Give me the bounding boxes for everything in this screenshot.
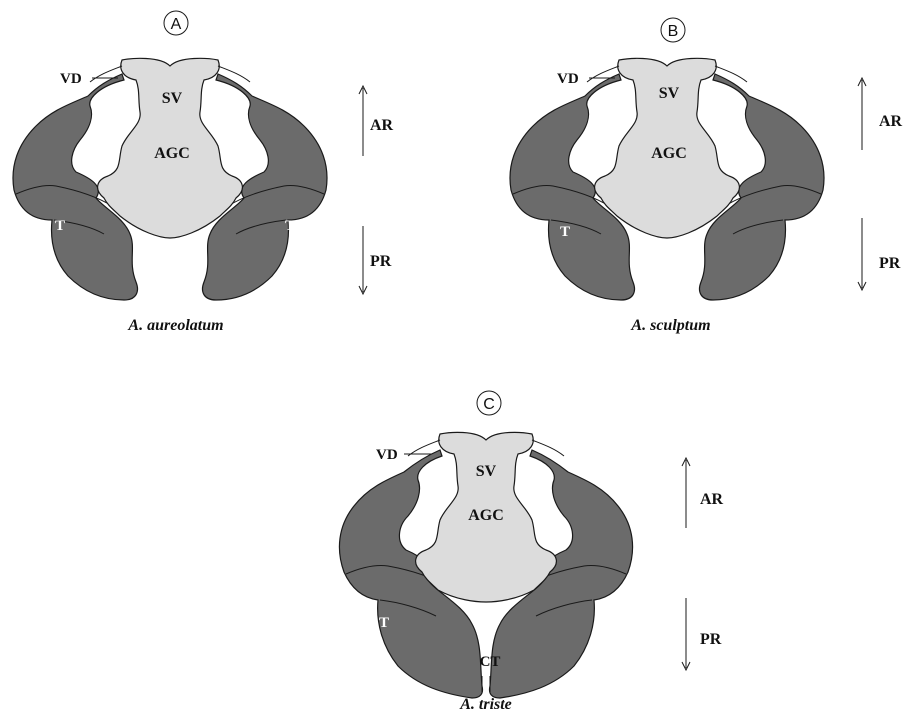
panel-letter-a: A [171,16,182,33]
pr-label: PR [700,631,722,648]
pr-label: PR [879,255,901,272]
testis-label-right: T [285,218,295,234]
sv-label: SV [162,90,183,107]
testis-label-left: T [55,218,65,234]
agc-label: AGC [651,145,687,162]
ar-label: AR [370,117,394,134]
testis-label-left: T [379,615,389,631]
agc-label: AGC [154,145,190,162]
pr-label: PR [370,253,392,270]
panel-letter-b: B [668,23,679,40]
agc-label: AGC [468,507,504,524]
species-name-b: A. sculptum [630,317,710,334]
sv-label: SV [476,463,497,480]
testis-label-right: T [609,615,619,631]
panel-a: A VD SV AGC T T A. aureolatum AR PR [13,11,394,334]
vd-label: VD [60,71,82,87]
connective-tissue [482,676,490,692]
vd-label: VD [557,71,579,87]
panel-b: B VD SV AGC T T A. sculptum AR PR [510,18,903,334]
ar-label: AR [700,491,724,508]
testis-label-left: T [560,224,570,240]
panel-letter-c: C [483,396,495,413]
ar-label: AR [879,113,903,130]
sv-label: SV [659,85,680,102]
panel-c: C VD SV AGC T T CT A. triste AR PR [339,391,723,713]
vd-label: VD [376,447,398,463]
ct-label: CT [480,654,501,670]
species-name-c: A. triste [459,696,512,713]
testis-label-right: T [792,224,802,240]
species-name-a: A. aureolatum [127,317,223,334]
